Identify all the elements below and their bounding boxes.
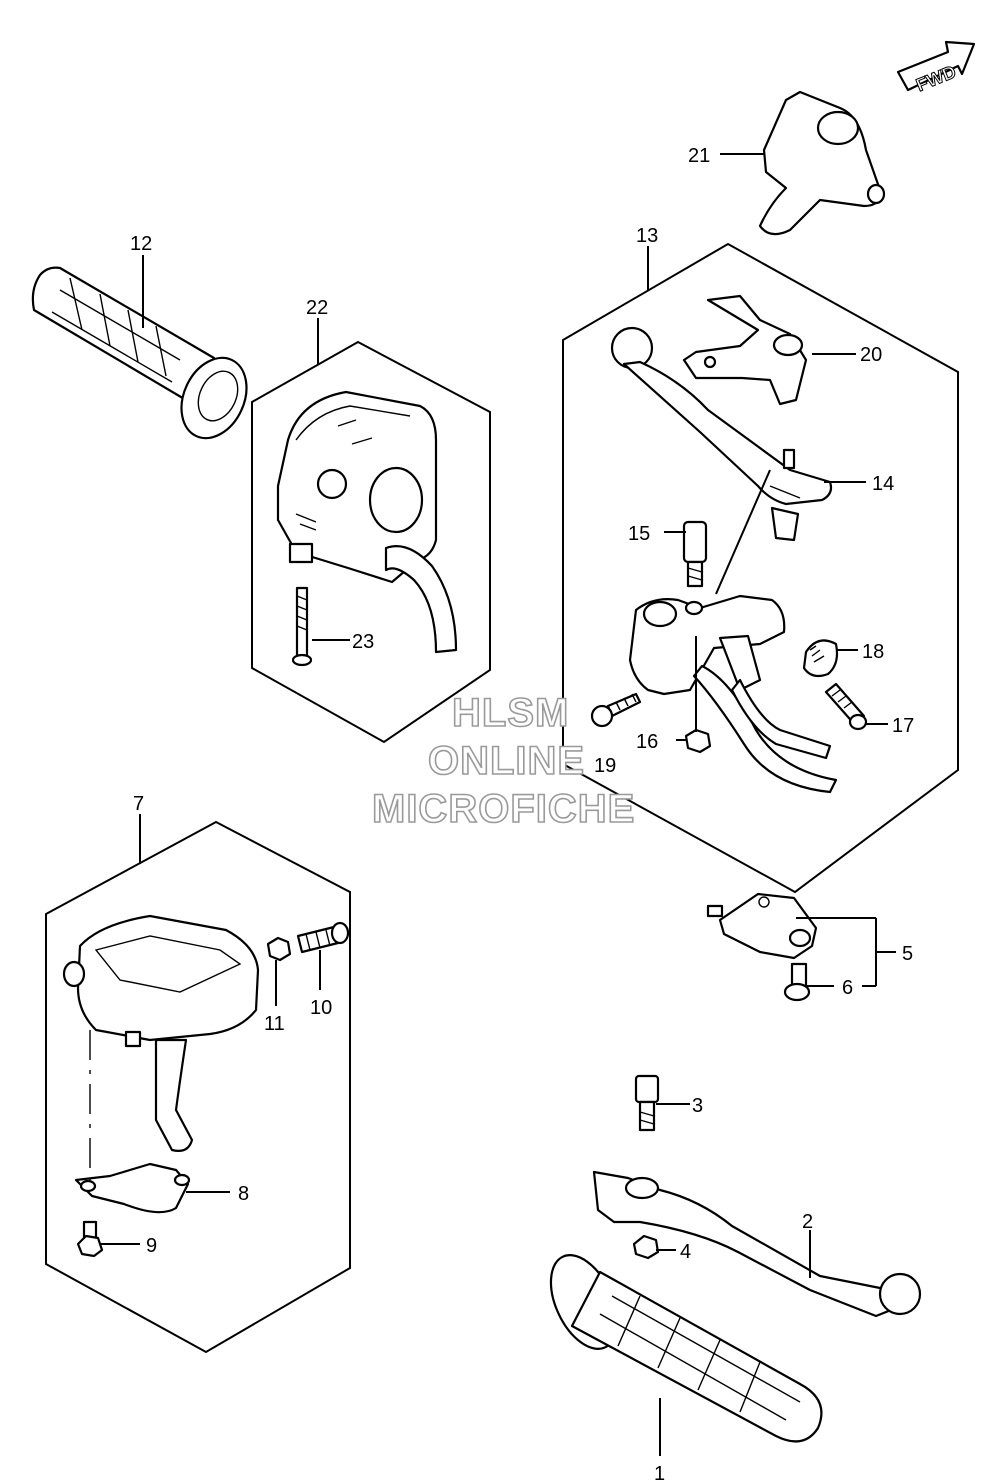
part-9-screw[interactable] (76, 1220, 104, 1258)
part-10-screw[interactable] (296, 921, 350, 954)
callout-19: 19 (594, 755, 616, 777)
part-22-switch-housing[interactable] (276, 390, 458, 654)
part-18-cap[interactable] (802, 639, 839, 678)
callout-22: 22 (306, 297, 328, 319)
callouts: 12 22 13 21 20 14 15 18 17 16 19 23 5 6 … (130, 145, 914, 1484)
callout-17: 17 (892, 715, 914, 737)
group-outline-22 (251, 340, 491, 744)
callout-20: 20 (860, 344, 882, 366)
callout-2: 2 (802, 1211, 813, 1233)
group-outline-7 (45, 820, 351, 1354)
part-8-plate[interactable] (74, 1162, 191, 1214)
callout-6: 6 (842, 977, 853, 999)
part-11-nut[interactable] (266, 936, 292, 962)
callout-21: 21 (688, 145, 710, 167)
callout-4: 4 (680, 1241, 691, 1263)
watermark: HLSM ONLINE MICROFICHE (371, 690, 635, 832)
callout-10: 10 (310, 997, 332, 1019)
part-5-switch[interactable] (706, 892, 818, 960)
callout-3: 3 (692, 1095, 703, 1117)
callout-1: 1 (654, 1463, 665, 1484)
leader-lines (89, 153, 896, 1456)
watermark-line-3: MICROFICHE (372, 787, 635, 831)
callout-7: 7 (133, 793, 144, 815)
fwd-arrow-badge: FWD (896, 40, 976, 96)
part-23-screw[interactable] (291, 586, 313, 667)
part-20-bracket[interactable] (682, 294, 808, 406)
part-3-pivot-bolt[interactable] (634, 1074, 660, 1132)
callout-11: 11 (264, 1013, 285, 1035)
part-12-grip[interactable] (31, 266, 259, 449)
callout-16: 16 (636, 731, 658, 753)
callout-15: 15 (628, 523, 650, 545)
callout-9: 9 (146, 1235, 157, 1257)
callout-13: 13 (636, 225, 658, 247)
part-4-nut[interactable] (632, 1234, 660, 1260)
group-outline-13 (562, 242, 959, 894)
callout-18: 18 (862, 641, 884, 663)
callout-23: 23 (352, 631, 374, 653)
callout-5: 5 (902, 943, 913, 965)
watermark-line-2: ONLINE (428, 739, 585, 783)
part-7-throttle-housing[interactable] (62, 914, 260, 1152)
callout-12: 12 (130, 233, 152, 255)
part-17-adjuster[interactable] (824, 682, 868, 731)
part-1-left-grip[interactable] (537, 1245, 823, 1443)
callout-14: 14 (872, 473, 894, 495)
watermark-line-1: HLSM (452, 691, 569, 735)
part-21-cover[interactable] (758, 90, 886, 236)
part-16-nut[interactable] (684, 728, 712, 754)
part-19-screw[interactable] (590, 692, 642, 728)
part-15-bolt[interactable] (682, 520, 708, 588)
part-6-screw[interactable] (783, 962, 811, 1002)
callout-8: 8 (238, 1183, 249, 1205)
part-2-brake-lever[interactable] (592, 1170, 922, 1318)
part-14-lever[interactable] (610, 326, 833, 542)
part-13-lever-holder[interactable] (628, 594, 838, 794)
